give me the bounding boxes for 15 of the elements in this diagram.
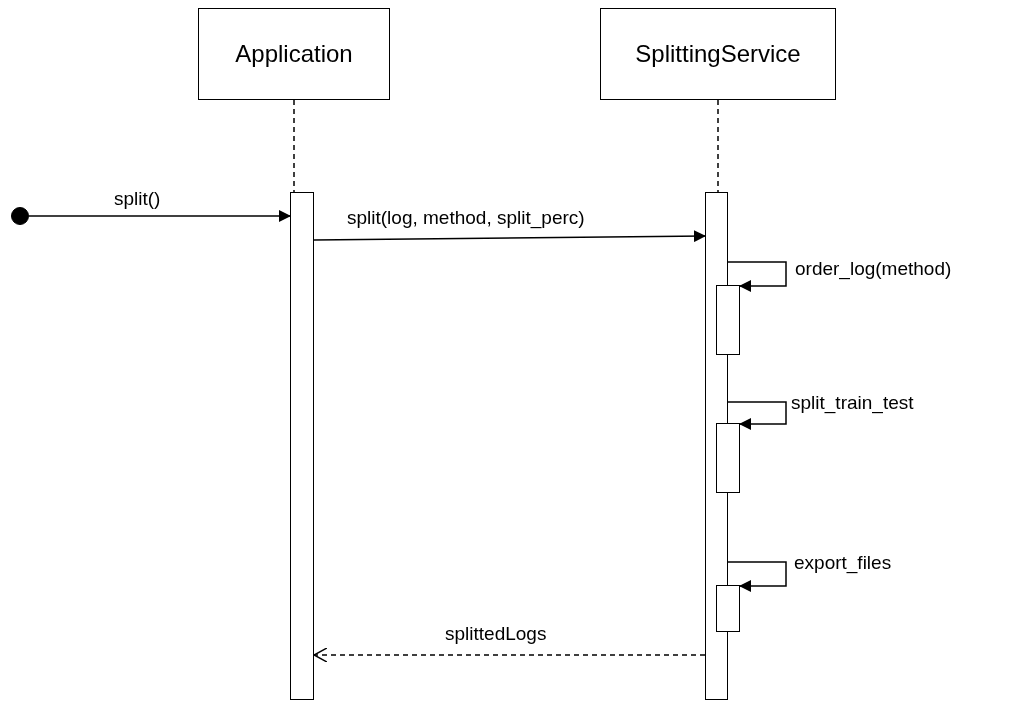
- activation-bar: [716, 585, 740, 632]
- message-arrow: [727, 561, 787, 592]
- lifeline: [293, 99, 295, 193]
- activation-bar: [716, 423, 740, 493]
- lifeline-header-box: Application: [198, 8, 390, 100]
- message-arrow: [313, 230, 706, 243]
- message-arrow: [727, 261, 787, 292]
- return-arrow: [313, 647, 706, 663]
- activation-bar: [716, 285, 740, 355]
- message-arrow: [28, 210, 291, 222]
- start-dot: [11, 207, 29, 225]
- lifeline-header-box: SplittingService: [600, 8, 836, 100]
- activation-bar: [290, 192, 314, 700]
- lifeline: [717, 99, 719, 193]
- message-arrow: [727, 401, 787, 430]
